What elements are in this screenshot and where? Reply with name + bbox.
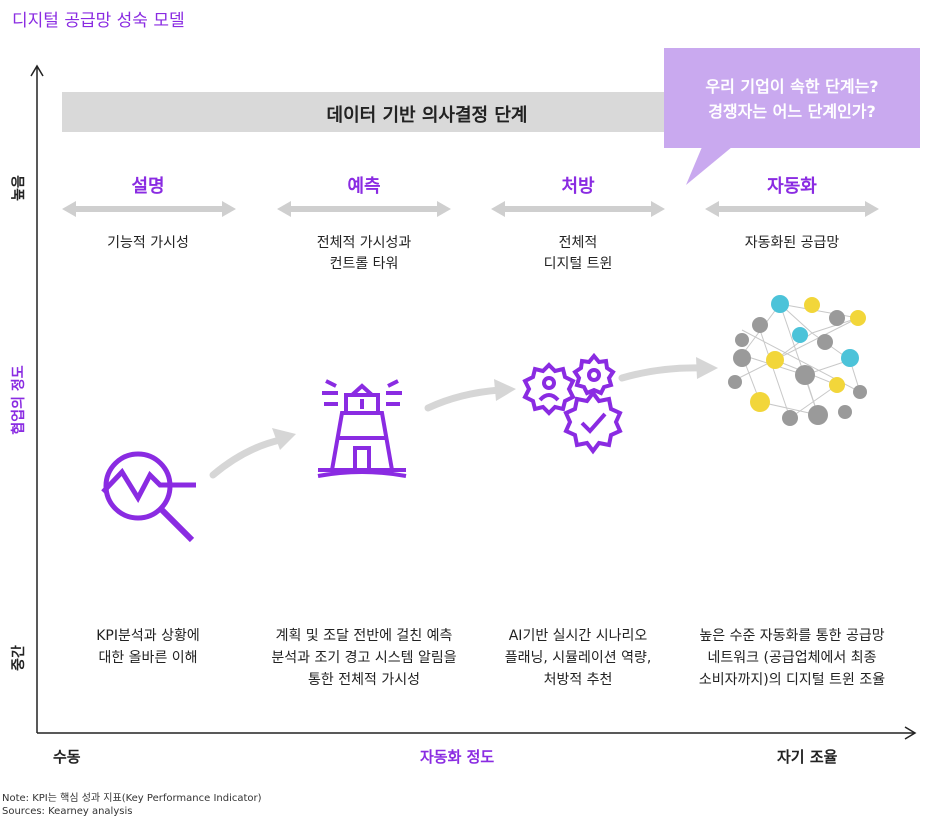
analytics-magnifier-icon	[101, 451, 196, 543]
footnote-sources: Sources: Kearney analysis	[2, 806, 133, 817]
progress-arrowhead-3	[696, 357, 718, 379]
x-axis-arrowhead	[904, 726, 917, 740]
callout-bubble: 우리 기업이 속한 단계는? 경쟁자는 어느 단계인가?	[664, 48, 920, 148]
stage-desc-1: 기능적 가시성	[107, 235, 189, 251]
footnote-note: Note: KPI는 핵심 성과 지표(Key Performance Indi…	[2, 793, 262, 804]
lighthouse-icon	[317, 379, 407, 478]
stage-title-4: 자동화	[767, 176, 817, 197]
progress-arrow-2	[424, 386, 504, 412]
progress-arrow-1	[209, 436, 284, 479]
stage-desc-4: 자동화된 공급망	[744, 235, 840, 251]
x-axis-title: 자동화 정도	[420, 748, 495, 766]
stage-detail-3: AI기반 실시간 시나리오 플래닝, 시뮬레이션 역량, 처방적 추천	[504, 628, 652, 688]
progress-arrowhead-2	[494, 379, 516, 401]
x-axis-right-label: 자기 조율	[777, 748, 838, 766]
network-nodes	[728, 295, 867, 426]
progress-arrow-3	[618, 364, 706, 382]
y-axis-title: 협업의 정도	[11, 365, 27, 435]
callout-text: 우리 기업이 속한 단계는? 경쟁자는 어느 단계인가?	[705, 77, 879, 121]
network-icon	[728, 295, 867, 426]
progress-arrows	[209, 364, 706, 479]
y-axis-mid-label: 중간	[11, 645, 27, 671]
x-axis-left-label: 수동	[53, 748, 81, 766]
gears-icon	[522, 352, 623, 455]
stage-desc-3: 전체적 디지털 트윈	[543, 235, 613, 272]
range-arrow-3	[491, 201, 665, 217]
stage-title-3: 처방	[561, 176, 595, 197]
stage-desc-2: 전체적 가시성과 컨트롤 타워	[316, 235, 412, 272]
y-axis-high-label: 높음	[11, 175, 27, 201]
stage-title-1: 설명	[131, 176, 165, 197]
banner-label: 데이터 기반 의사결정 단계	[326, 105, 528, 126]
stage-detail-1: KPI분석과 상황에 대한 올바른 이해	[96, 628, 200, 666]
range-arrow-2	[277, 201, 451, 217]
stage-range-arrows	[62, 201, 879, 217]
stage-detail-2: 계획 및 조달 전반에 걸친 예측 분석과 조기 경고 시스템 알림을 통한 전…	[271, 628, 457, 688]
range-arrow-4	[705, 201, 879, 217]
callout-tail	[686, 147, 732, 185]
stage-title-2: 예측	[347, 176, 381, 197]
progress-arrowhead-1	[272, 428, 296, 450]
range-arrow-1	[62, 201, 236, 217]
page-title: 디지털 공급망 성숙 모델	[12, 11, 185, 31]
stage-detail-4: 높은 수준 자동화를 통한 공급망 네트워크 (공급업체에서 최종 소비자까지)…	[698, 628, 886, 688]
y-axis-arrowhead	[30, 64, 44, 77]
